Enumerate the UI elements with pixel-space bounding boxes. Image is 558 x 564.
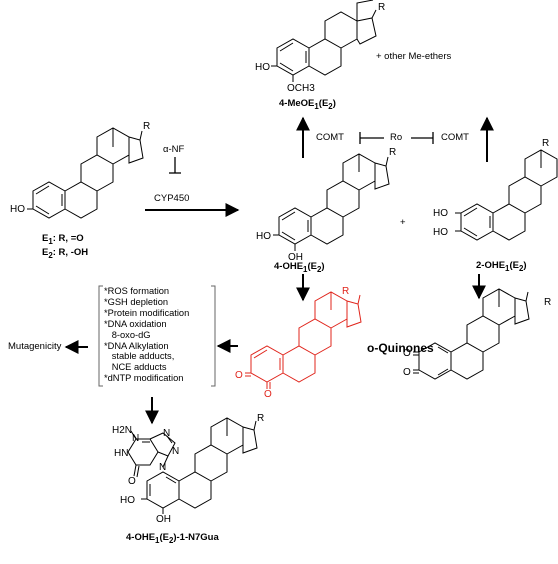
methoxy-ho-label: HO bbox=[255, 62, 270, 73]
adduct-r-label: R bbox=[257, 413, 264, 424]
plus-sign: + bbox=[400, 217, 406, 228]
mutagenicity-label: Mutagenicity bbox=[8, 341, 62, 352]
effects-bracket bbox=[98, 285, 216, 387]
guanine-adduct-structure bbox=[127, 417, 258, 514]
e2-label: E2: R, -OH bbox=[42, 247, 89, 260]
effect-item: 8-oxo-dG bbox=[104, 329, 151, 340]
adduct-o-label: O bbox=[128, 476, 136, 487]
ro-inhibitor-label: Ro bbox=[390, 132, 403, 143]
4-meoe-product-label: 4-MeOE1(E2) bbox=[279, 98, 336, 111]
comt-left-label: COMT bbox=[316, 132, 344, 143]
2-quinone-r-label: R bbox=[544, 297, 551, 308]
effects-list: *ROS formation *GSH depletion *Protein m… bbox=[104, 286, 189, 384]
adduct-oh-label: OH bbox=[156, 514, 171, 525]
effect-item: stable adducts, bbox=[104, 351, 175, 362]
quinone-o-bottom-label: O bbox=[264, 389, 272, 400]
adduct-n-label-4: N bbox=[159, 462, 166, 473]
4-hydroxyestrogen-structure bbox=[273, 153, 390, 251]
pathway-arrows bbox=[64, 116, 494, 425]
adduct-product-label: 4-OHE1(E2)-1-N7Gua bbox=[126, 532, 219, 545]
4-ohe-quinone-structure bbox=[245, 291, 362, 389]
effect-item: *Protein modification bbox=[104, 307, 190, 318]
cyp450-enzyme-label: CYP450 bbox=[154, 193, 190, 204]
adduct-h2n-label: H2N bbox=[112, 425, 132, 436]
comt-right-label: COMT bbox=[441, 132, 469, 143]
methoxyestrogen-structure bbox=[271, 0, 377, 82]
2-ohe-ho-top-label: HO bbox=[433, 208, 448, 219]
effect-item: *DNA Alkylation bbox=[104, 340, 169, 351]
effect-item: *DNA oxidation bbox=[104, 318, 167, 329]
adduct-n-label-1: N bbox=[132, 433, 139, 444]
2-quinone-o-bottom-label: O bbox=[403, 367, 411, 378]
4-ohe-oh-label: OH bbox=[288, 252, 303, 263]
estrogen-ho-label: HO bbox=[10, 204, 25, 215]
effect-item: NCE adducts bbox=[104, 362, 167, 373]
adduct-n-label-2: N bbox=[163, 428, 170, 439]
adduct-hn-label: HN bbox=[114, 448, 128, 459]
4-ohe-ho-label: HO bbox=[256, 231, 271, 242]
inhibition-marks bbox=[169, 132, 434, 174]
adduct-ho-label: HO bbox=[120, 495, 135, 506]
quinone-r-label: R bbox=[342, 286, 349, 297]
other-me-ethers-label: + other Me-ethers bbox=[376, 51, 452, 62]
2-ohe-r-label: R bbox=[542, 138, 549, 149]
effect-item: *ROS formation bbox=[104, 286, 170, 296]
methoxy-och3-label: OCH3 bbox=[287, 83, 315, 94]
o-quinones-label: o-Quinones bbox=[367, 341, 434, 355]
2-ohe-product-label: 2-OHE1(E2) bbox=[476, 260, 527, 273]
effect-item: *dNTP modification bbox=[104, 373, 184, 384]
2-hydroxyestrogen-structure bbox=[455, 149, 558, 241]
estrogen-r-label: R bbox=[143, 121, 150, 132]
methoxy-r-label: R bbox=[378, 2, 385, 13]
quinone-o-left-label: O bbox=[235, 370, 243, 381]
alpha-nf-inhibitor-label: α-NF bbox=[163, 144, 185, 155]
adduct-n-label-3: N bbox=[172, 446, 179, 457]
2-ohe-ho-bottom-label: HO bbox=[433, 227, 448, 238]
e1-label: E1: R, =O bbox=[42, 233, 84, 246]
2-quinone-o-top-label: O bbox=[403, 348, 411, 359]
4-ohe-product-label: 4-OHE1(E2) bbox=[274, 261, 325, 274]
2-ohe-quinone-structure bbox=[413, 288, 530, 380]
estrogen-structure bbox=[27, 127, 144, 219]
effect-item: *GSH depletion bbox=[104, 296, 169, 307]
4-ohe-r-label: R bbox=[389, 147, 396, 158]
